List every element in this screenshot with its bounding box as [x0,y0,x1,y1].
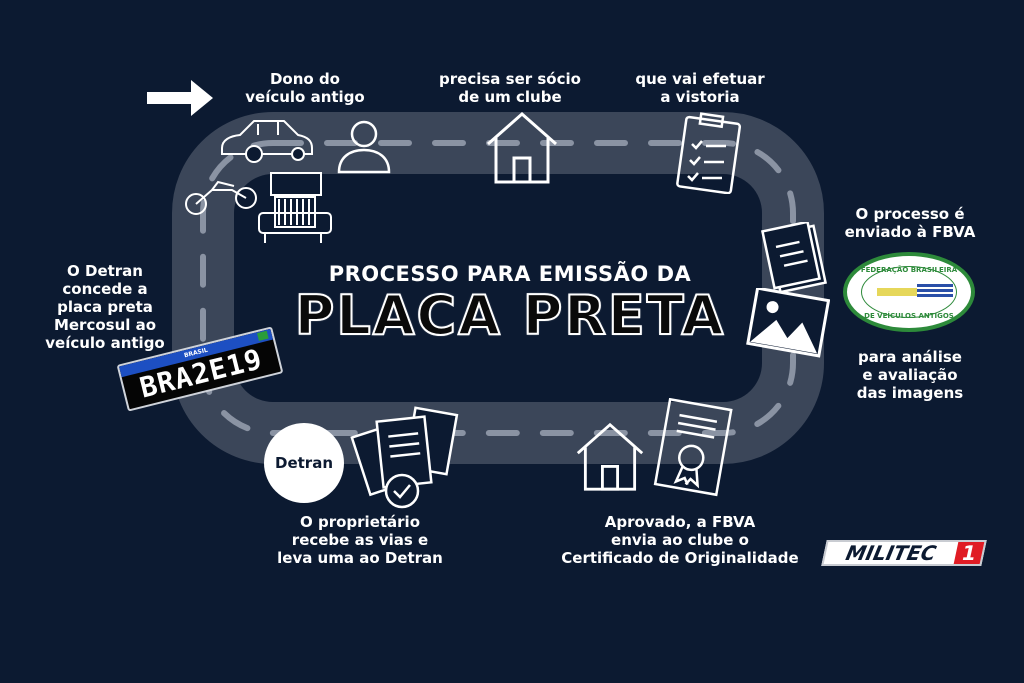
text-line: O processo é [855,205,965,223]
text-line: Mercosul ao [53,316,157,334]
page-title: PLACA PRETA [294,283,726,348]
fbva-logo: FEDERAÇÃO BRASILEIRA DE VEÍCULOS ANTIGOS [843,252,975,332]
text-line: enviado à FBVA [844,223,976,241]
logo-flag [917,284,953,298]
text-line: O Detran [67,262,143,280]
motorcycle-icon [185,180,257,215]
house-icon [487,111,557,184]
text-line: recebe as vias e [291,531,429,549]
brand-number: 1 [953,541,985,565]
text-line: Dono do [269,70,340,88]
logo-stripe [877,288,937,296]
text-line: precisa ser sócio [439,70,581,88]
fbva-top: FEDERAÇÃO BRASILEIRA [860,266,958,274]
text-line: a vistoria [660,88,740,106]
text-line: para análise [858,348,962,366]
truck-icon [258,172,332,243]
text-line: das imagens [856,384,964,402]
logo-inner-ring [861,266,957,318]
detran-label: Detran [275,454,333,472]
militec-logo: MILITEC 1 [821,540,987,566]
text-line: concede a [62,280,148,298]
clipboard-icon [676,112,742,194]
text-line: envia ao clube o [611,531,749,549]
document-icon [760,222,828,292]
certificate-icon [653,398,733,497]
text-line: de um clube [458,88,562,106]
text-line: O proprietário [300,513,420,531]
documents-check-icon [350,406,459,509]
text-line: leva uma ao Detran [277,549,443,567]
text-line: veículo antigo [45,334,165,352]
text-line: placa preta [57,298,153,316]
image-icon [746,288,830,358]
text-line: Certificado de Originalidade [561,549,799,567]
brand-name: MILITEC [843,541,939,565]
car-icon [221,120,313,163]
person-icon [337,120,391,174]
title-line1: PROCESSO PARA EMISSÃO DA [328,262,692,286]
text-line: Aprovado, a FBVA [604,513,756,531]
text-line: que vai efetuar [635,70,765,88]
detran-badge: Detran [264,423,344,503]
text-line: veículo antigo [245,88,365,106]
arrow-right-icon [147,80,213,116]
text-line: e avaliação [862,366,958,384]
house-icon [576,422,644,491]
fbva-bottom: DE VEÍCULOS ANTIGOS [864,312,954,320]
